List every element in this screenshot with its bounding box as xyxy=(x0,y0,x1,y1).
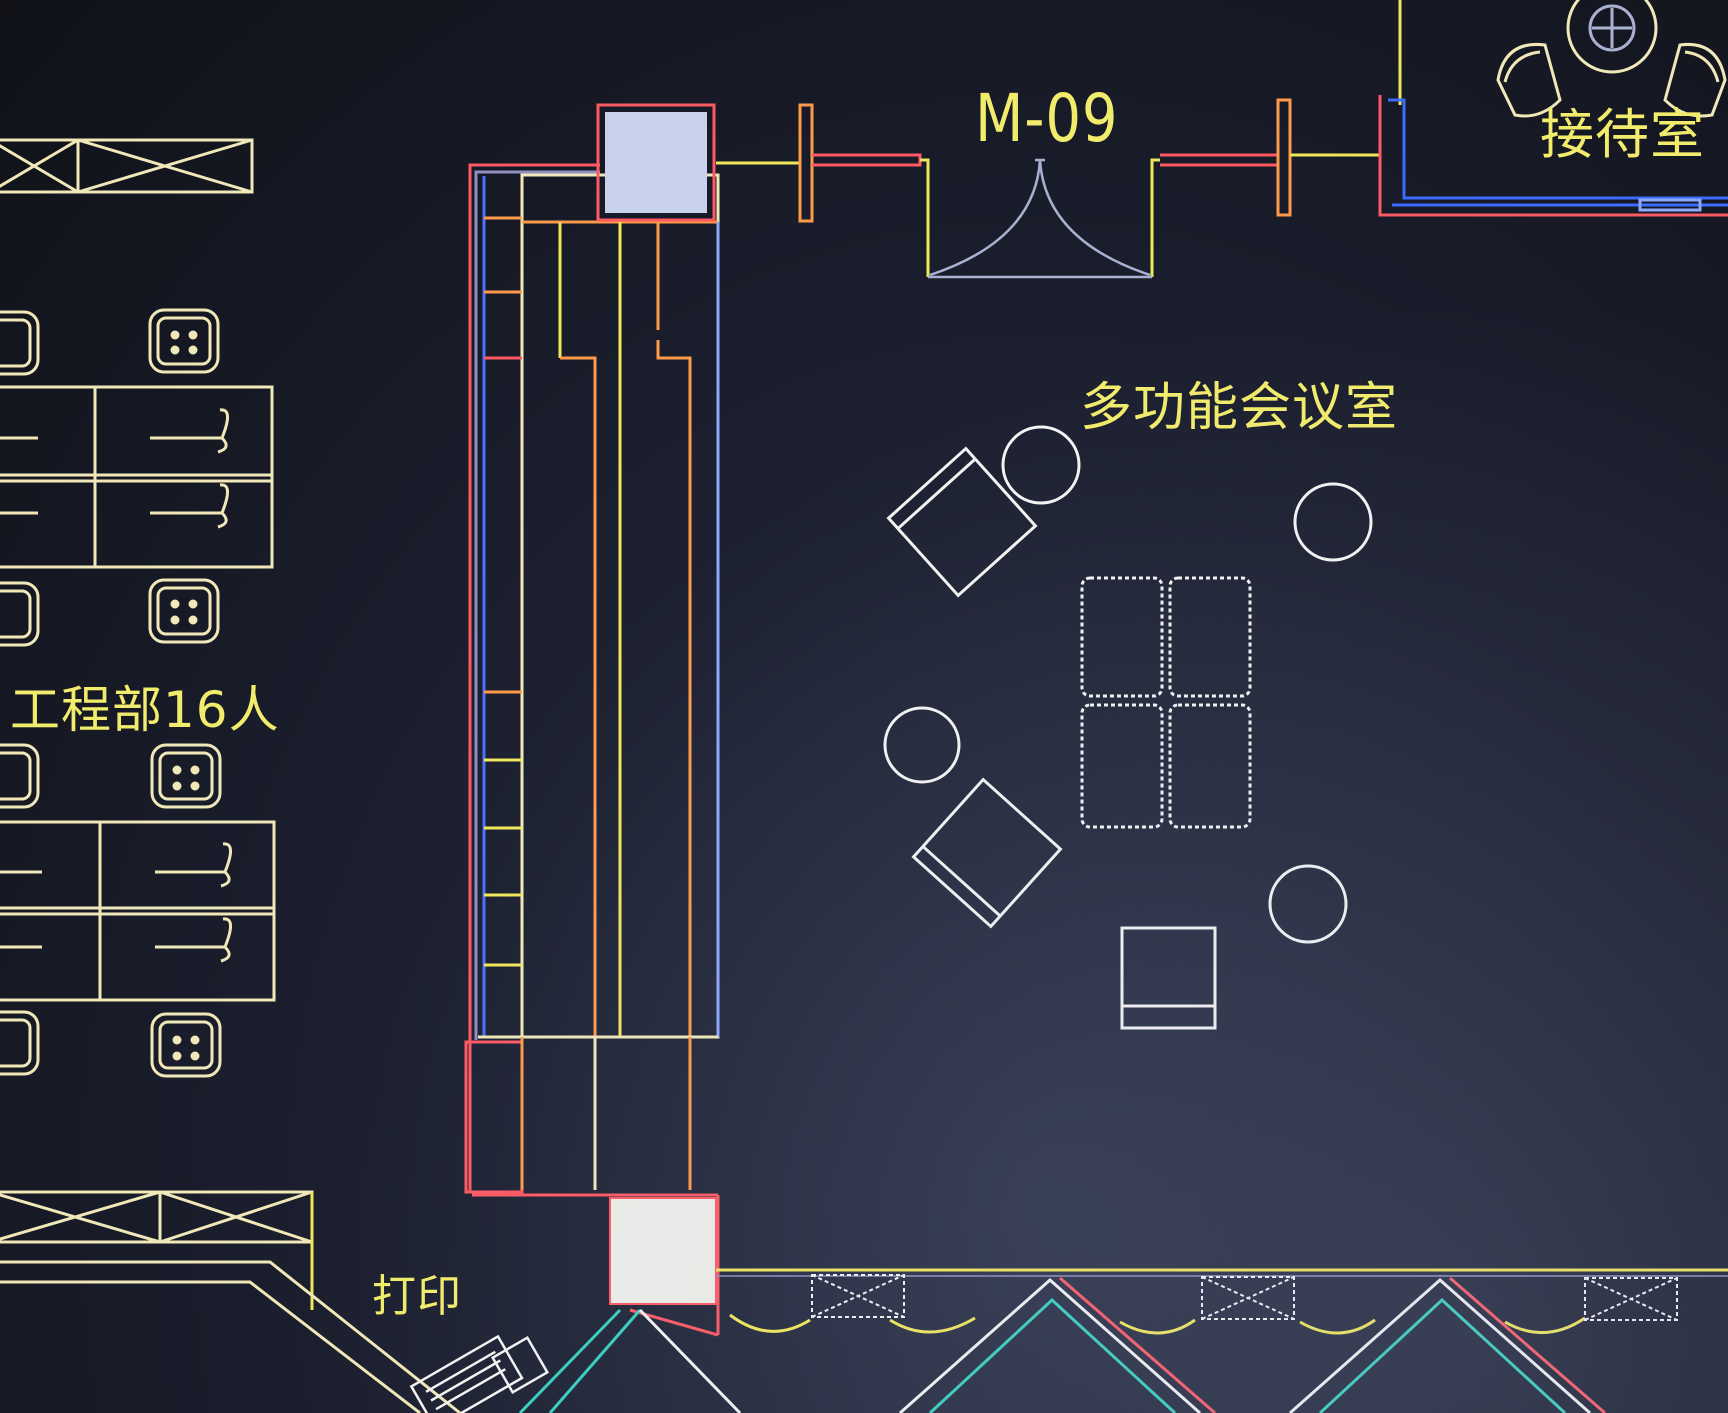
meeting-table-icon xyxy=(1080,576,1252,829)
round-table-icon xyxy=(1001,425,1081,505)
round-table-icon xyxy=(1268,864,1348,944)
reception-room-label: 接待室 xyxy=(1540,103,1705,166)
meeting-room-furniture xyxy=(883,425,1373,1030)
desk-icon xyxy=(0,820,276,1002)
print-area-label: 打印 xyxy=(372,1271,462,1322)
chair-icon xyxy=(148,308,220,374)
armchair-icon xyxy=(911,777,1063,929)
desk-icon xyxy=(0,385,274,569)
chair-icon xyxy=(0,310,40,376)
door-tag-label: M-09 xyxy=(975,80,1119,157)
chair-icon xyxy=(0,581,40,647)
round-table-icon xyxy=(1293,482,1373,562)
meeting-room-label: 多功能会议室 xyxy=(1080,378,1399,438)
engineering-workstations-lower xyxy=(0,743,276,1078)
chair-icon xyxy=(0,1010,40,1076)
chair-icon xyxy=(148,578,220,644)
top-wall xyxy=(716,98,1380,277)
armchair-icon xyxy=(886,446,1038,598)
round-table-icon xyxy=(1566,0,1658,74)
printer-icon xyxy=(409,1334,550,1413)
shelving-unit xyxy=(464,163,720,1335)
chair-icon xyxy=(0,743,40,809)
engineering-dept-label: 工程部16人 xyxy=(10,681,280,739)
reception-room-walls xyxy=(1378,0,1728,217)
storage-rack-top xyxy=(0,138,254,194)
door-swing-icon xyxy=(928,158,1152,279)
column-icon xyxy=(609,1197,717,1305)
chair-icon xyxy=(150,1012,222,1078)
exterior-facade xyxy=(518,1268,1728,1413)
storage-rack-bottom xyxy=(0,1190,461,1413)
engineering-workstations-upper xyxy=(0,308,274,647)
armchair-icon xyxy=(1496,42,1727,118)
armchair-icon xyxy=(1120,926,1217,1030)
chair-icon xyxy=(150,743,222,809)
column-icon xyxy=(596,103,716,222)
round-table-icon xyxy=(883,706,961,784)
